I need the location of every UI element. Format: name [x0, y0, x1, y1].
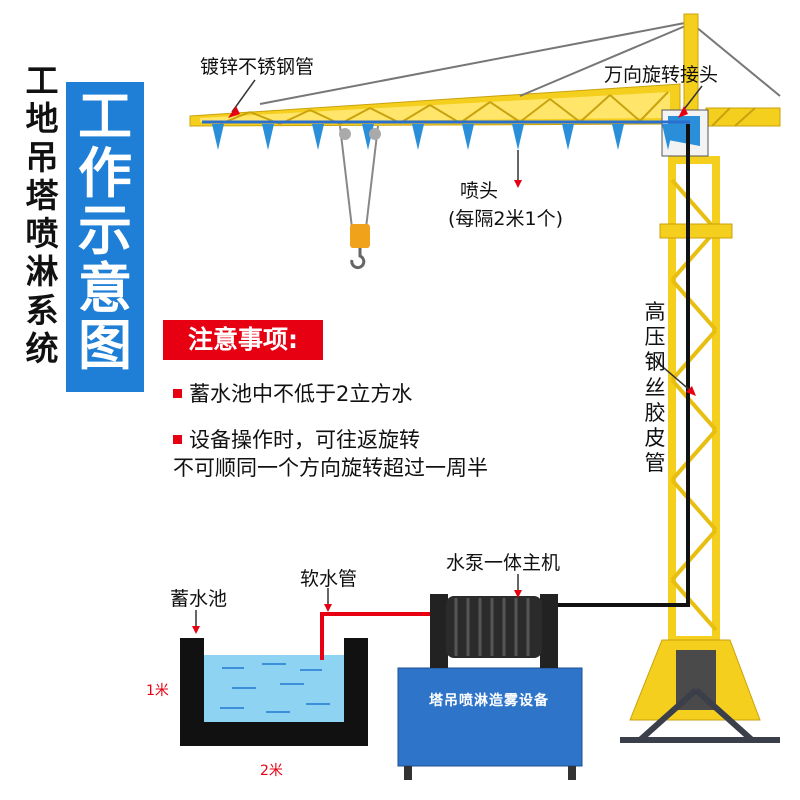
notes-title: 注意事项:: [163, 320, 323, 360]
side-title: 工地吊塔喷淋系统: [25, 61, 59, 368]
pump-machine: [397, 594, 583, 780]
dimension-height: 1米: [146, 683, 169, 699]
bullet-icon: [173, 434, 182, 444]
label-swivel-joint: 万向旋转接头: [604, 64, 719, 86]
note-item: 蓄水池中不低于2立方水: [173, 380, 412, 408]
nozzle-icon: [262, 124, 274, 150]
label-nozzle: 喷头: [460, 180, 499, 202]
title-panel: [66, 82, 144, 392]
hook-block: [339, 125, 381, 270]
label-high-pressure-hose: 高压钢丝胶皮管: [644, 300, 666, 476]
nozzle-icon: [612, 124, 624, 150]
nozzle-icon: [312, 124, 324, 150]
main-title: 工作示意图: [78, 85, 132, 377]
label-soft-hose: 软水管: [300, 568, 358, 590]
pointer-arrows: [195, 79, 703, 628]
note-item: 设备操作时，可往返旋转 不可顺同一个方向旋转超过一周半: [173, 428, 488, 480]
crane-counter-jib: [705, 107, 781, 127]
soft-hose: [320, 612, 450, 660]
nozzle-icon: [412, 124, 424, 150]
nozzle-icon: [562, 124, 574, 150]
nozzle-icon: [662, 124, 674, 150]
label-galvanized-pipe: 镀锌不锈钢管: [200, 56, 315, 78]
dimension-width: 2米: [260, 763, 283, 779]
high-pressure-hose: [538, 124, 690, 607]
nozzle-icon: [462, 124, 474, 150]
machine-name: 塔吊喷淋造雾设备: [429, 693, 549, 709]
label-pump-unit: 水泵一体主机: [446, 552, 561, 574]
bullet-icon: [173, 388, 182, 398]
nozzle-icon: [212, 124, 224, 150]
arrowheads: [192, 106, 696, 634]
label-reservoir: 蓄水池: [170, 588, 228, 610]
crane-tower: [620, 13, 780, 743]
nozzle-icon: [512, 124, 524, 150]
crane-jib: [189, 83, 681, 127]
crane-tie-cables: [259, 21, 781, 105]
reservoir-tank: [180, 638, 368, 746]
label-nozzle-spacing: (每隔2米1个): [448, 208, 564, 230]
nozzle-row: [212, 124, 674, 150]
